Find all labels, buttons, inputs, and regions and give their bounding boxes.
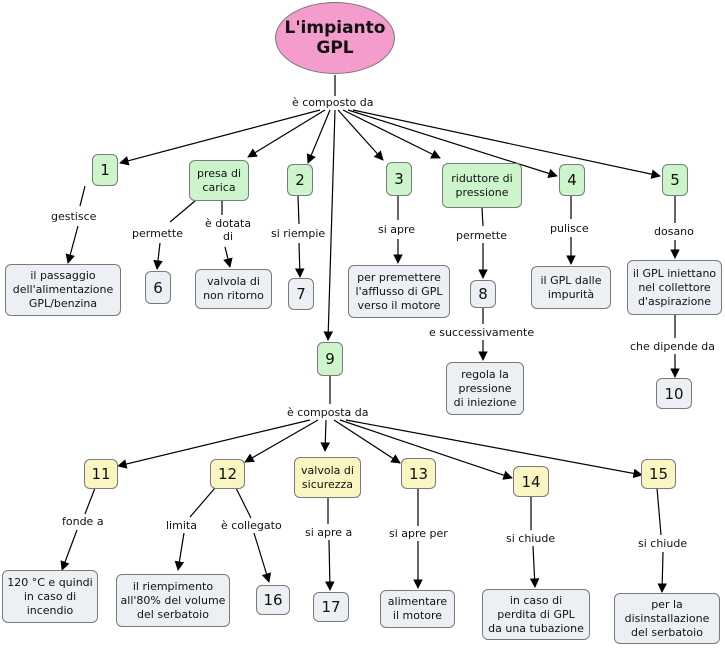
link-label-limita: limita [165, 519, 198, 532]
link-label-si-apre-a: si apre a [304, 526, 354, 539]
concept-node-valvola-di-sicurezza: valvola di sicurezza [294, 457, 361, 498]
concept-node-disinstallazione-serbatoio: per la disinstallazione del serbatoio [614, 593, 720, 644]
concept-node-13: 13 [401, 458, 436, 489]
concept-node-10: 10 [656, 378, 692, 409]
concept-node-9: 9 [317, 342, 343, 376]
concept-node-12: 12 [210, 459, 245, 489]
link-label-dotata-di: è dotata di [204, 217, 253, 243]
concept-node-2: 2 [287, 164, 313, 196]
concept-node-iniettano-collettore: il GPL iniettano nel collettore d'aspira… [627, 260, 722, 315]
link-label-si-riempie: si riempie [270, 227, 327, 240]
concept-node-8: 8 [470, 280, 496, 308]
concept-node-1: 1 [92, 154, 118, 186]
link-label-composta-da: è composta da [286, 406, 370, 419]
link-label-si-apre-per: si apre per [388, 527, 449, 540]
concept-node-riduttore-di-pressione: riduttore di pressione [442, 163, 522, 208]
link-label-che-dipende-da: che dipende da [629, 340, 717, 353]
concept-node-perdita-gpl: in caso di perdita di GPL da una tubazio… [482, 589, 590, 640]
concept-node-15: 15 [641, 459, 676, 489]
link-label-e-collegato: è collegato [220, 519, 283, 532]
link-label-dosano: dosano [653, 225, 695, 238]
concept-node-5: 5 [662, 164, 688, 196]
link-label-composto-da: è composto da [291, 96, 375, 109]
root-node-impianto-gpl: L'impianto GPL [275, 2, 395, 74]
concept-node-4: 4 [559, 164, 585, 196]
concept-node-valvola-non-ritorno: valvola di non ritorno [195, 269, 272, 309]
concept-node-17: 17 [313, 592, 349, 622]
link-label-pulisce: pulisce [549, 222, 590, 235]
concept-node-presa-di-carica: presa di carica [189, 160, 249, 201]
concept-node-alimentare-motore: alimentare il motore [380, 590, 455, 628]
link-label-e-successivamente: e successivamente [428, 326, 536, 339]
concept-node-120-gradi-incendio: 120 °C e quindi in caso di incendio [2, 570, 98, 623]
concept-node-passaggio-alimentazione: il passaggio dell'alimentazione GPL/benz… [5, 264, 121, 316]
concept-node-11: 11 [84, 459, 118, 489]
link-label-si-apre: si apre [377, 223, 417, 236]
link-label-fonde-a: fonde a [61, 515, 105, 528]
link-label-si-chiude-14: si chiude [505, 532, 557, 545]
concept-node-regola-pressione: regola la pressione di iniezione [446, 362, 524, 415]
concept-node-gpl-impurita: il GPL dalle impurità [531, 266, 611, 309]
concept-node-afflusso-gpl: per premettere l'afflusso di GPL verso i… [348, 265, 450, 318]
concept-node-7: 7 [288, 278, 314, 310]
link-label-si-chiude-15: si chiude [637, 537, 689, 550]
concept-node-3: 3 [386, 162, 412, 196]
concept-node-riempimento-80: il riempimento all'80% del volume del se… [116, 574, 230, 627]
link-label-permette-presa: permette [131, 227, 184, 240]
concept-node-14: 14 [513, 466, 549, 497]
link-label-permette-riduttore: permette [455, 229, 508, 242]
link-label-gestisce: gestisce [50, 210, 98, 223]
concept-node-16: 16 [256, 585, 290, 615]
concept-node-6: 6 [145, 271, 171, 304]
